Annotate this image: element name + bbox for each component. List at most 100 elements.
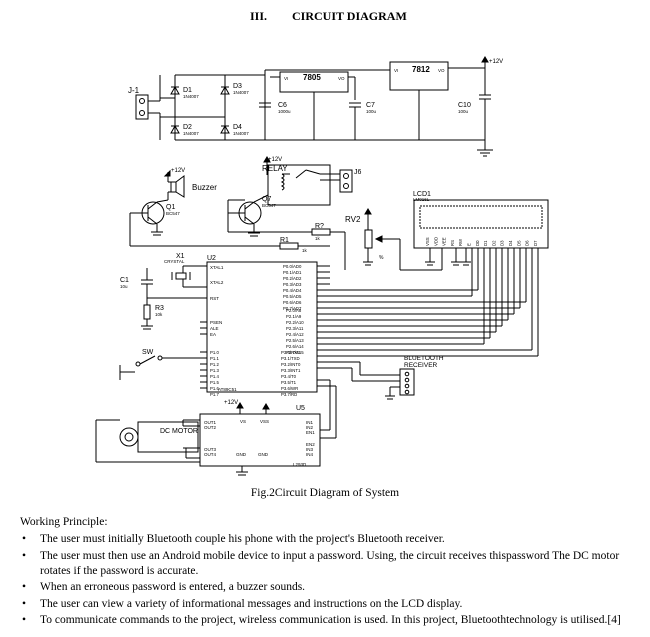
- d1-type: 1N4007: [183, 94, 199, 99]
- plus12-label-l293: +12V: [224, 400, 238, 406]
- lcd-pin: D0: [475, 240, 480, 246]
- u2-pin-p1: P1.0: [210, 350, 219, 355]
- buzzer-label: Buzzer: [192, 183, 217, 192]
- r3-label: R3: [155, 305, 164, 312]
- motor-driver-u5: [199, 413, 321, 467]
- q7-label: Q7: [262, 196, 271, 203]
- u2-rst: RST: [210, 296, 219, 301]
- j1-connector: [135, 94, 149, 120]
- q7-type: BC547: [262, 203, 276, 208]
- c10-label: C10: [458, 102, 471, 109]
- u2-pin-p2: P2.4/A12: [286, 332, 304, 337]
- u2-pin-p0: P0.6/AD6: [283, 300, 302, 305]
- lcd-pin: VSS: [425, 237, 430, 246]
- u2-pin-p0: P0.5/AD5: [283, 294, 302, 299]
- j6-connector: [339, 169, 353, 193]
- u2-pin-p0: P0.3/AD3: [283, 282, 302, 287]
- u2-pin-p3: P3.4/T0: [281, 374, 297, 379]
- reg-7812-vo: VO: [438, 68, 445, 73]
- d2-type: 1N4007: [183, 131, 199, 136]
- j6-label: J6: [354, 169, 362, 176]
- lcd-pin: RS: [450, 240, 455, 246]
- microcontroller-u2: [206, 261, 318, 393]
- u2-pin-p1: P1.4: [210, 374, 219, 379]
- l293-in4: IN4: [306, 452, 314, 457]
- c6-label: C6: [278, 102, 287, 109]
- u2-pin-p0: P0.2/AD2: [283, 276, 302, 281]
- lcd-pin: VEE: [442, 237, 447, 246]
- reg-7805-vo: VO: [338, 76, 345, 81]
- u2-pin-p0: P0.7/AD7: [283, 306, 302, 311]
- d3-type: 1N4007: [233, 90, 249, 95]
- u2-xtal2: XTAL2: [210, 280, 224, 285]
- u2-psen: PSEN: [210, 320, 222, 325]
- l293-en2: EN2: [306, 442, 315, 447]
- u2-pin-p3: P3.1/TXD: [281, 356, 300, 361]
- c1-value: 10u: [120, 284, 128, 289]
- q1-label: Q1: [166, 204, 175, 211]
- reg-7805-label: 7805: [303, 73, 321, 82]
- figure-caption: Fig.2Circuit Diagram of System: [250, 487, 400, 499]
- d2-label: D2: [183, 124, 192, 131]
- bluetooth-module: [399, 368, 415, 396]
- q1-type: BC547: [166, 211, 180, 216]
- u2-pin-p1: P1.1: [210, 356, 219, 361]
- plus12-label-relay: +12V: [268, 157, 282, 163]
- switch-sw: [139, 355, 156, 365]
- u2-pin-p1: P1.2: [210, 362, 219, 367]
- l293-vss: VSS: [260, 419, 269, 424]
- working-principle-title: Working Principle:: [20, 516, 108, 528]
- u2-pin-p3: P3.6/WR: [281, 386, 298, 391]
- section-title: CIRCUIT DIAGRAM: [292, 9, 407, 23]
- u2-pin-p3: P3.5/T1: [281, 380, 297, 385]
- d3-label: D3: [233, 83, 242, 90]
- u2-pin-p2: P2.3/A11: [286, 326, 304, 331]
- lcd-pin: D2: [491, 240, 496, 246]
- lcd-pin: D3: [500, 240, 505, 246]
- j1-label: J-1: [128, 86, 140, 95]
- u2-pin-p2: P2.0/A8: [286, 308, 302, 313]
- d1-label: D1: [183, 87, 192, 94]
- lcd-pin: D1: [483, 240, 488, 246]
- plus12-label-buzzer: +12V: [171, 168, 185, 174]
- u2-pin-p3: P3.3/INT1: [281, 368, 301, 373]
- l293-out1: OUT1: [204, 420, 216, 425]
- section-number: III.: [250, 9, 268, 23]
- c1-label: C1: [120, 277, 129, 284]
- lcd-pin: D4: [508, 240, 513, 246]
- dc-motor: [119, 427, 139, 447]
- reg-7812-label: 7812: [412, 65, 430, 74]
- list-item: When an erroneous password is entered, a…: [20, 580, 640, 595]
- u2-pin-p0: P0.1/AD1: [283, 270, 302, 275]
- u2-pin-p2: P2.7/A15: [286, 350, 304, 355]
- u5-label: U5: [296, 405, 305, 412]
- circuit-diagram: J-1 D1 1N4007 D2 1N4007 D3 1N4007 D4 1N4…: [95, 56, 549, 476]
- sw-label: SW: [142, 349, 154, 356]
- list-item: To communicate commands to the project, …: [20, 613, 640, 628]
- l293-en1: EN1: [306, 430, 315, 435]
- l293-out4: OUT4: [204, 452, 216, 457]
- plus12-label-top: +12V: [489, 59, 503, 65]
- u2-pin-p2: P2.5/A13: [286, 338, 304, 343]
- crystal-x1: [175, 272, 187, 280]
- lcd-pin: VDD: [433, 237, 438, 246]
- lcd-display: [413, 199, 549, 249]
- u2-label: U2: [207, 255, 216, 262]
- r1-label: R1: [280, 237, 289, 244]
- lcd-pin: D5: [516, 240, 521, 246]
- rv2-label: RV2: [345, 215, 361, 224]
- u2-pin-p2: P2.1/A9: [286, 314, 302, 319]
- buzzer-symbol: [175, 175, 185, 198]
- u2-pin-p3: P3.0/RXD: [281, 350, 300, 355]
- l293-in3: IN3: [306, 447, 314, 452]
- u2-pin-p0: P0.0/AD0: [283, 264, 302, 269]
- lcd-pin: E: [467, 243, 472, 246]
- list-item: The user can view a variety of informati…: [20, 597, 640, 612]
- l293-in2: IN2: [306, 425, 314, 430]
- u2-pin-p2: P2.2/A10: [286, 320, 304, 325]
- l293-gnd-1: GND: [236, 452, 247, 457]
- u2-ea: EA: [210, 332, 216, 337]
- l293-in1: IN1: [306, 420, 314, 425]
- lcd-pin: D6: [525, 240, 530, 246]
- l293-out3: OUT3: [204, 447, 216, 452]
